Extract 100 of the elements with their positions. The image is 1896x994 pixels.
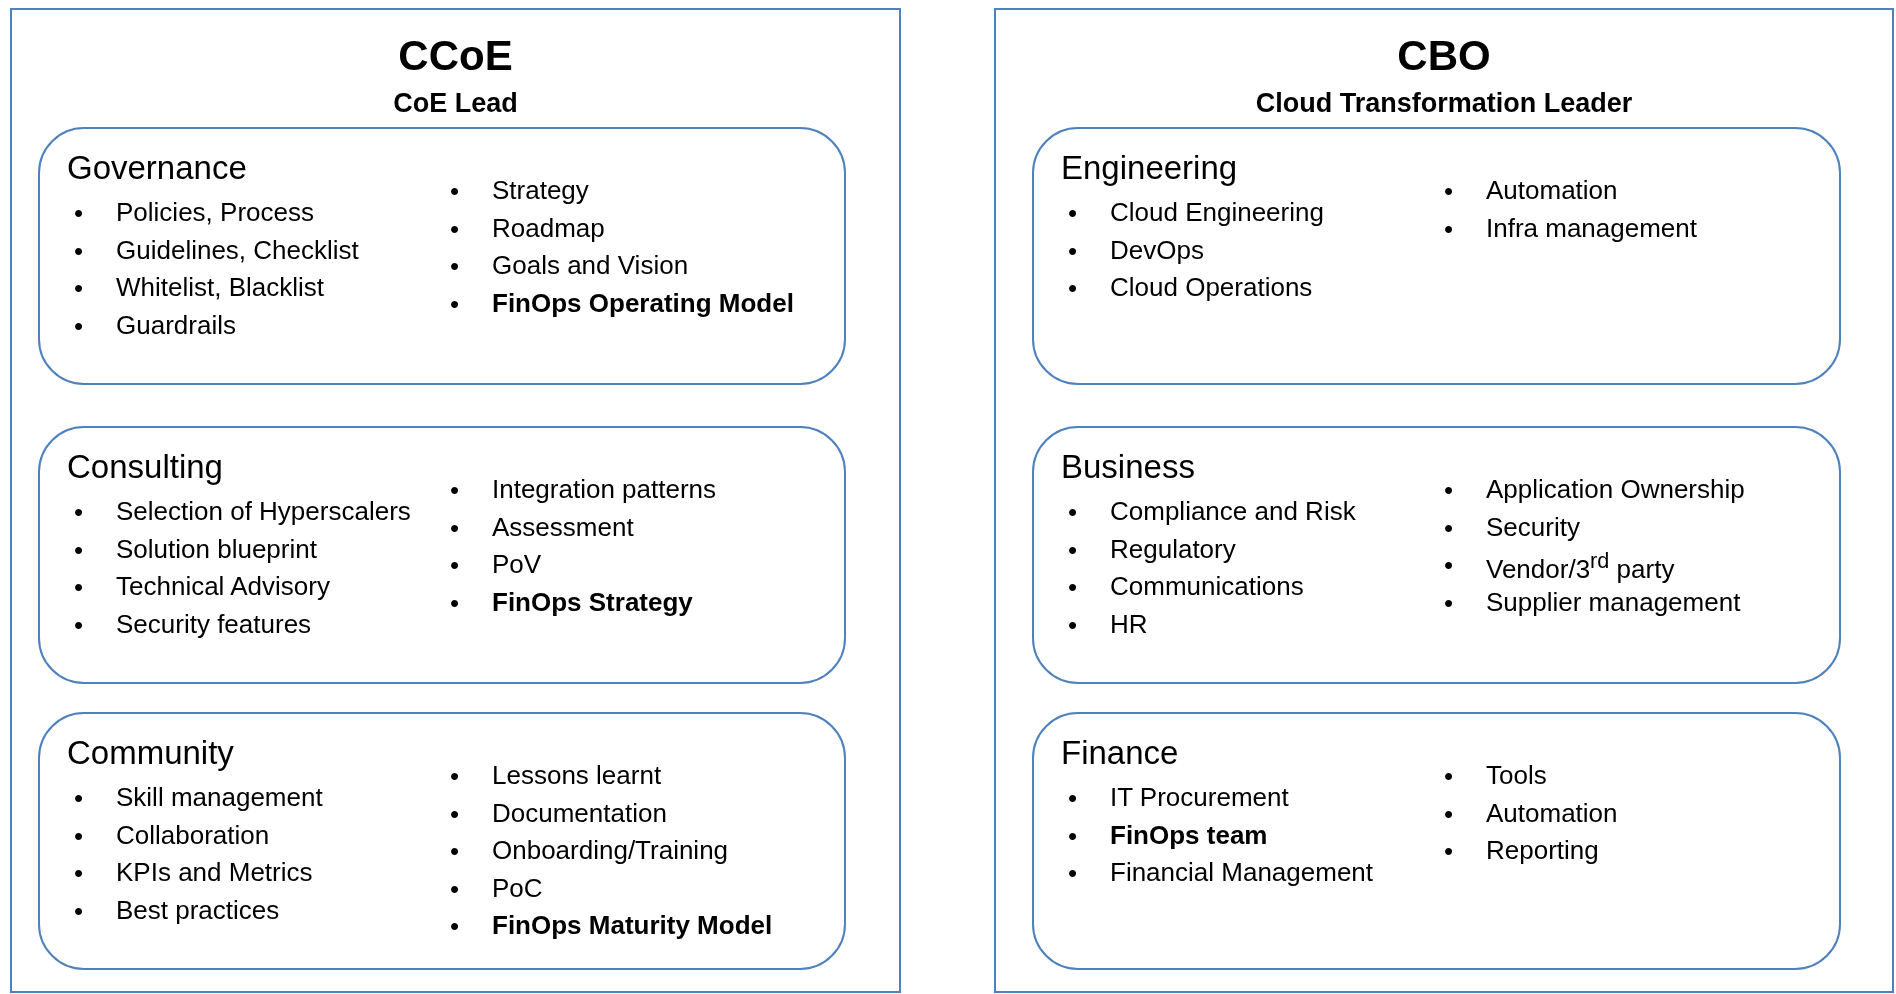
list-item: FinOps Maturity Model <box>492 910 773 940</box>
bullet-marker: • <box>1444 550 1454 580</box>
bullet-marker: • <box>74 310 84 341</box>
bullet-marker: • <box>1444 587 1454 618</box>
panel <box>10 8 901 993</box>
list-item: Technical Advisory <box>116 571 330 601</box>
panel-title: CCoE <box>398 32 513 80</box>
bullet-marker: • <box>1068 534 1078 565</box>
bullet-marker: • <box>1068 572 1078 602</box>
bullet-marker: • <box>450 213 460 244</box>
bullet-marker: • <box>1444 475 1454 505</box>
list-item: Communications <box>1110 571 1304 601</box>
list-item: Regulatory <box>1110 533 1236 564</box>
bullet-marker: • <box>450 911 460 941</box>
bullet-marker: • <box>74 273 84 303</box>
list-item: Documentation <box>492 797 667 828</box>
section-heading: Finance <box>1061 734 1179 772</box>
list-item: Security <box>1486 511 1580 542</box>
list-item: Cloud Operations <box>1110 272 1313 302</box>
list-item: Security features <box>116 608 312 639</box>
section-heading: Community <box>67 734 234 772</box>
list-item: FinOps team <box>1110 819 1268 850</box>
list-item: Tools <box>1486 760 1547 790</box>
list-item: Collaboration <box>116 819 270 850</box>
list-item: KPIs and Metrics <box>116 857 313 887</box>
bullet-marker: • <box>450 873 460 904</box>
list-item: Financial Management <box>1110 857 1374 887</box>
list-item: Selection of Hyperscalers <box>116 496 411 526</box>
section-card <box>1032 426 1841 684</box>
bullet-marker: • <box>450 251 460 281</box>
bullet-marker: • <box>74 572 84 602</box>
bullet-marker: • <box>1068 198 1078 228</box>
list-item: Strategy <box>492 175 589 205</box>
list-item: Assessment <box>492 511 634 542</box>
section-card <box>38 127 846 385</box>
bullet-marker: • <box>74 820 84 851</box>
list-item: Best practices <box>116 894 280 925</box>
bullet-marker: • <box>1444 798 1454 829</box>
bullet-marker: • <box>1444 761 1454 791</box>
bullet-marker: • <box>74 783 84 813</box>
list-item: DevOps <box>1110 234 1204 265</box>
list-item: Cloud Engineering <box>1110 197 1324 227</box>
list-item: Lessons learnt <box>492 760 662 790</box>
bullet-marker: • <box>1068 609 1078 640</box>
section-heading: Engineering <box>1061 149 1238 187</box>
bullet-marker: • <box>450 587 460 618</box>
bullet-marker: • <box>1068 783 1078 813</box>
bullet-marker: • <box>1444 176 1454 206</box>
bullet-marker: • <box>450 475 460 505</box>
bullet-marker: • <box>1444 512 1454 543</box>
list-item: Goals and Vision <box>492 250 689 280</box>
list-item: FinOps Strategy <box>492 586 693 617</box>
list-item: Application Ownership <box>1486 474 1745 504</box>
list-item: PoC <box>492 872 543 903</box>
bullet-marker: • <box>74 534 84 565</box>
section-card <box>1032 712 1841 970</box>
bullet-marker: • <box>74 609 84 640</box>
bullet-marker: • <box>450 512 460 543</box>
section-card <box>38 426 846 684</box>
list-item: Vendor/3$^{rd}$ party <box>1486 547 1675 584</box>
bullet-marker: • <box>450 176 460 206</box>
list-item: Reporting <box>1486 835 1599 865</box>
list-item: Automation <box>1486 175 1618 205</box>
bullet-marker: • <box>1068 273 1078 303</box>
list-item: IT Procurement <box>1110 782 1289 812</box>
list-item: Supplier management <box>1486 586 1741 617</box>
bullet-marker: • <box>1444 836 1454 866</box>
bullet-marker: • <box>450 550 460 580</box>
list-item: Whitelist, Blacklist <box>116 272 325 302</box>
list-item: Roadmap <box>492 212 605 243</box>
section-heading: Consulting <box>67 448 223 486</box>
list-item: Onboarding/Training <box>492 835 729 865</box>
list-item: FinOps Operating Model <box>492 287 794 318</box>
list-item: Guardrails <box>116 309 236 340</box>
section-card <box>1032 127 1841 385</box>
bullet-marker: • <box>1068 497 1078 527</box>
panel-title: CBO <box>1397 32 1491 80</box>
section-heading: Governance <box>67 149 247 187</box>
bullet-marker: • <box>450 798 460 829</box>
bullet-marker: • <box>1068 858 1078 888</box>
list-item: PoV <box>492 549 542 579</box>
bullet-marker: • <box>1068 235 1078 266</box>
list-item: Infra management <box>1486 212 1697 243</box>
list-item: Solution blueprint <box>116 533 317 564</box>
bullet-marker: • <box>450 836 460 866</box>
list-item: Compliance and Risk <box>1110 496 1356 526</box>
list-item: HR <box>1110 608 1148 639</box>
bullet-marker: • <box>74 198 84 228</box>
list-item: Automation <box>1486 797 1618 828</box>
list-item: Policies, Process <box>116 197 314 227</box>
bullet-marker: • <box>1068 820 1078 851</box>
bullet-marker: • <box>74 235 84 266</box>
bullet-marker: • <box>74 858 84 888</box>
bullet-marker: • <box>74 497 84 527</box>
bullet-marker: • <box>74 895 84 926</box>
bullet-marker: • <box>450 288 460 319</box>
bullet-marker: • <box>1444 213 1454 244</box>
list-item: Skill management <box>116 782 323 812</box>
list-item: Guidelines, Checklist <box>116 234 359 265</box>
panel-subtitle: CoE Lead <box>393 88 518 119</box>
